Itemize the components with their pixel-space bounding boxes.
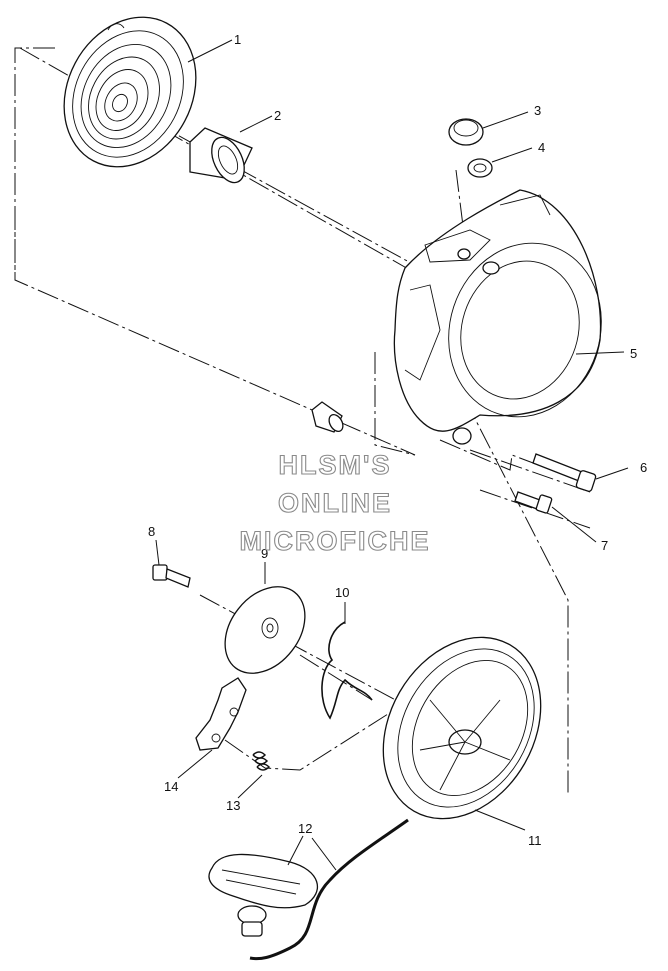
callout-13: 13 xyxy=(226,798,240,813)
plug-cap xyxy=(448,118,484,146)
spring-clip xyxy=(321,621,373,720)
callout-1: 1 xyxy=(234,32,241,47)
callout-12: 12 xyxy=(298,821,312,836)
callout-11: 11 xyxy=(528,833,542,848)
callout-5: 5 xyxy=(630,346,637,361)
recoil-pulley xyxy=(382,636,542,820)
pawl-spring xyxy=(252,751,271,771)
callout-9: 9 xyxy=(261,546,268,561)
callout-7: 7 xyxy=(601,538,608,553)
callout-3: 3 xyxy=(534,103,541,118)
leader-lines xyxy=(155,39,629,871)
watermark-line-1: HLSM'S xyxy=(279,450,392,480)
bushing xyxy=(189,127,253,184)
callout-14: 14 xyxy=(164,779,178,794)
starter-housing xyxy=(393,189,602,445)
spacer-collar xyxy=(311,401,344,433)
callout-6: 6 xyxy=(640,460,647,475)
friction-plate xyxy=(224,586,306,674)
callout-2: 2 xyxy=(274,108,281,123)
watermark: HLSM'S ONLINE MICROFICHE xyxy=(239,449,431,556)
callout-8: 8 xyxy=(148,524,155,539)
watermark-line-2: ONLINE xyxy=(278,488,392,518)
center-bolt xyxy=(152,564,191,588)
callout-10: 10 xyxy=(335,585,349,600)
o-ring xyxy=(467,158,493,178)
recoil-spring xyxy=(63,16,197,168)
starter-handle-rope xyxy=(208,818,409,961)
ratchet-pawl xyxy=(195,677,247,751)
long-bolt xyxy=(532,453,597,492)
callout-labels: 1 2 3 4 5 6 7 8 9 10 11 12 13 14 xyxy=(148,32,647,848)
callout-4: 4 xyxy=(538,140,545,155)
short-bolt xyxy=(514,491,553,514)
watermark-line-3: MICROFICHE xyxy=(240,526,431,556)
